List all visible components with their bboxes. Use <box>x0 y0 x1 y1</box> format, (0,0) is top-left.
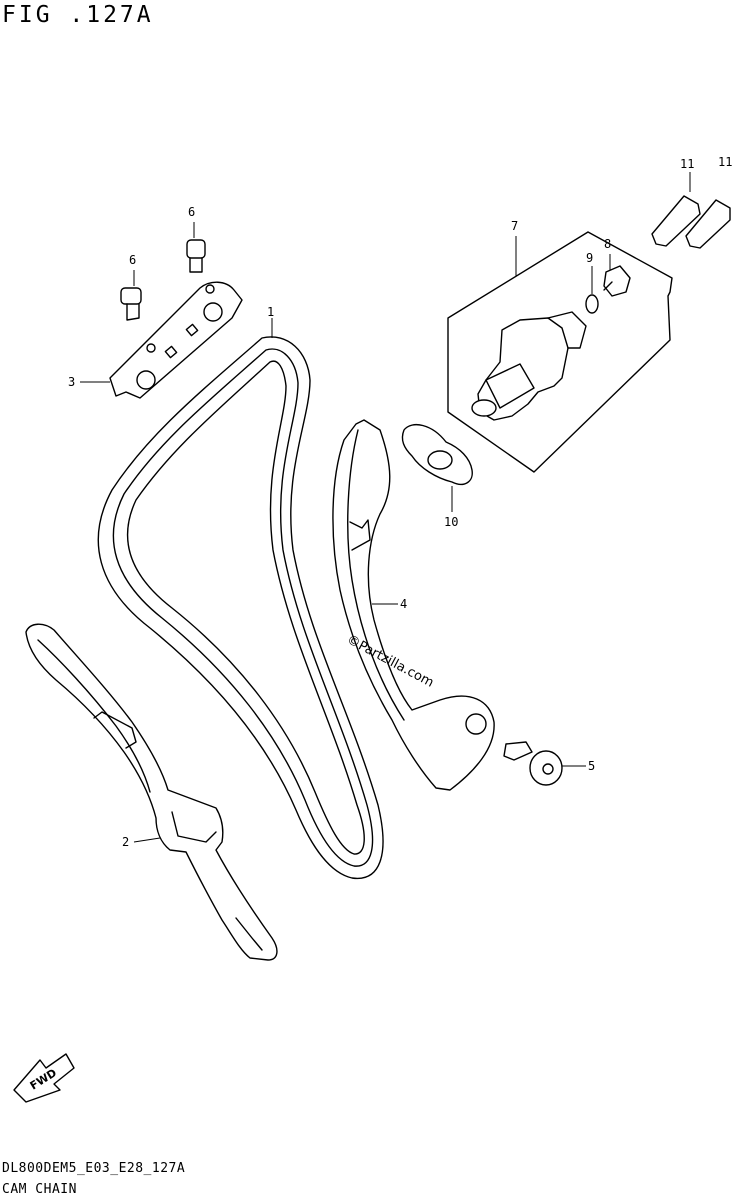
callout-6-lower: 6 <box>129 253 136 267</box>
callout-11-left: 11 <box>680 157 694 171</box>
callout-11-right: 11 <box>718 155 732 169</box>
callout-5: 5 <box>588 759 595 773</box>
figure-caption: CAM CHAIN <box>2 1182 77 1197</box>
tensioner-mount-bolt-left[interactable] <box>651 195 701 247</box>
callout-10: 10 <box>444 515 458 529</box>
callout-6-upper: 6 <box>188 205 195 219</box>
sealing-washer[interactable] <box>585 294 599 314</box>
diagram-code: DL800DEM5_E03_E28_127A <box>2 1161 186 1176</box>
leader-lines <box>80 172 691 843</box>
callout-3: 3 <box>68 375 75 389</box>
fwd-arrow-icon: FWD <box>13 1053 75 1103</box>
tensioner-guide[interactable] <box>332 419 495 791</box>
cam-chain-guide[interactable] <box>25 623 278 961</box>
tensioner-gasket[interactable] <box>401 423 473 486</box>
tensioner-mount-bolt-right[interactable] <box>685 199 731 249</box>
callout-9: 9 <box>586 251 593 265</box>
tensioner-assembly[interactable] <box>447 231 673 473</box>
callout-1: 1 <box>267 305 274 319</box>
figure-title: FIG .127A <box>2 2 154 28</box>
callout-7: 7 <box>511 219 518 233</box>
guide-plate-bolt-lower[interactable] <box>120 287 142 321</box>
guide-plate-bolt-upper[interactable] <box>186 239 206 273</box>
callout-4: 4 <box>400 597 407 611</box>
guide-plate[interactable] <box>109 281 243 399</box>
tensioner-cap-bolt[interactable] <box>603 265 631 297</box>
pivot-bolt[interactable] <box>503 741 563 786</box>
cam-chain[interactable] <box>97 336 384 880</box>
callout-8: 8 <box>604 237 611 251</box>
callout-2: 2 <box>122 835 129 849</box>
